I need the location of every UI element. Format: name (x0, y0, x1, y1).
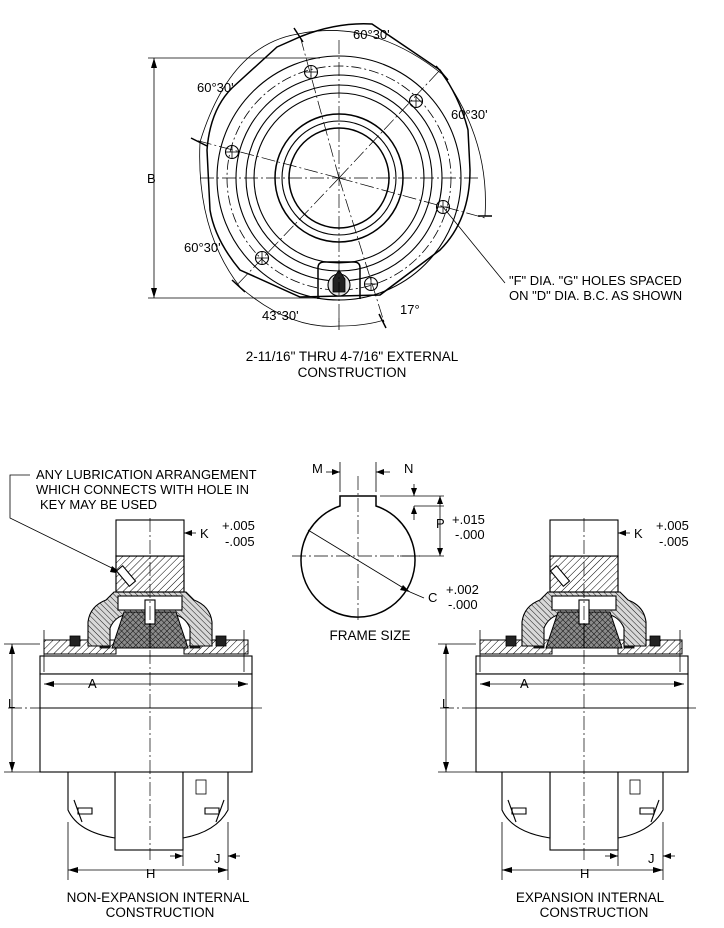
dim-b (148, 57, 320, 299)
angle-upper-left: 60°30' (197, 80, 234, 95)
dim-b-label: B (147, 171, 156, 186)
top-caption-line2: CONSTRUCTION (298, 365, 407, 380)
right-caption-line2: CONSTRUCTION (540, 905, 649, 920)
left-dim-a: A (88, 676, 97, 691)
left-tol-k-plus: +.005 (222, 518, 255, 533)
top-view-flange (194, 23, 486, 323)
angle-bottom: 43°30' (262, 308, 299, 323)
top-caption-line1: 2-11/16" THRU 4-7/16" EXTERNAL (246, 349, 459, 364)
left-tol-k-minus: -.005 (225, 534, 255, 549)
holes-note-line1: "F" DIA. "G" HOLES SPACED (509, 273, 682, 288)
frame-size-view (292, 462, 444, 620)
right-dim-h: H (580, 866, 589, 881)
frame-caption: FRAME SIZE (329, 628, 410, 643)
angle-top: 60°30' (353, 27, 390, 42)
right-tol-k-minus: -.005 (659, 534, 689, 549)
frame-tol-p-plus: +.015 (452, 512, 485, 527)
bolt-holes (224, 64, 451, 292)
frame-dim-p: P (436, 516, 445, 531)
left-section-view (8, 518, 262, 860)
left-dim-l: L (8, 696, 15, 711)
left-dim-h: H (146, 866, 155, 881)
angle-upper-right: 60°30' (451, 107, 488, 122)
right-dim-k: K (634, 526, 643, 541)
flange-outline (206, 23, 471, 298)
lube-leader (9, 474, 121, 573)
right-dim-l: L (442, 696, 449, 711)
angle-lower-left: 60°30' (184, 240, 221, 255)
frame-tol-c-plus: +.002 (446, 582, 479, 597)
angle-dimensions (190, 27, 492, 330)
right-caption-line1: EXPANSION INTERNAL (516, 890, 665, 905)
lube-note-line1: ANY LUBRICATION ARRANGEMENT (36, 467, 257, 482)
lube-note-line2: WHICH CONNECTS WITH HOLE IN (36, 482, 249, 497)
left-dim-k: K (200, 526, 209, 541)
left-dim-j: J (214, 851, 221, 866)
left-caption-line1: NON-EXPANSION INTERNAL (67, 890, 250, 905)
angle-small: 17° (400, 302, 420, 317)
left-dims (4, 520, 248, 880)
frame-dim-c: C (428, 590, 437, 605)
frame-tol-p-minus: -.000 (455, 527, 485, 542)
note-leader (442, 206, 506, 284)
frame-dim-n: N (404, 461, 413, 476)
left-caption-line2: CONSTRUCTION (106, 905, 215, 920)
right-tol-k-plus: +.005 (656, 518, 689, 533)
right-section-view (440, 518, 698, 860)
right-dim-a: A (520, 676, 529, 691)
frame-tol-c-minus: -.000 (448, 597, 478, 612)
right-dims (438, 520, 684, 880)
holes-note-line2: ON "D" DIA. B.C. AS SHOWN (509, 288, 682, 303)
right-dim-j: J (648, 851, 655, 866)
frame-dim-m: M (312, 461, 323, 476)
lube-note-line3: KEY MAY BE USED (40, 497, 157, 512)
